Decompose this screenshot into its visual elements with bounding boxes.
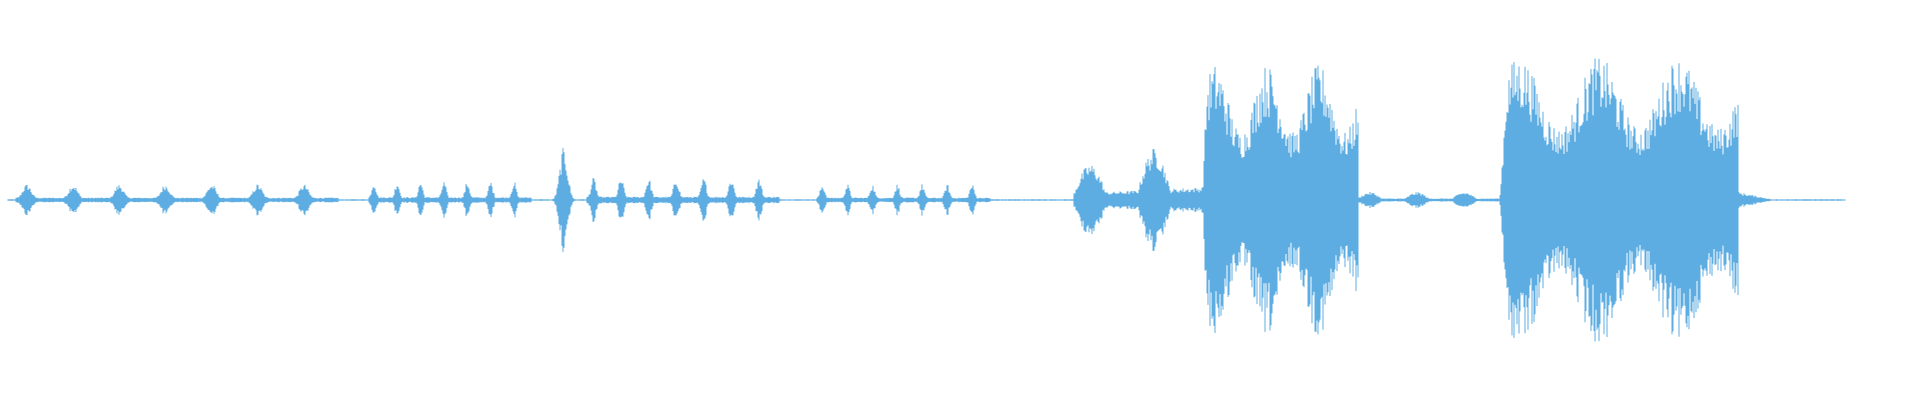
waveform-signal <box>7 58 1846 342</box>
